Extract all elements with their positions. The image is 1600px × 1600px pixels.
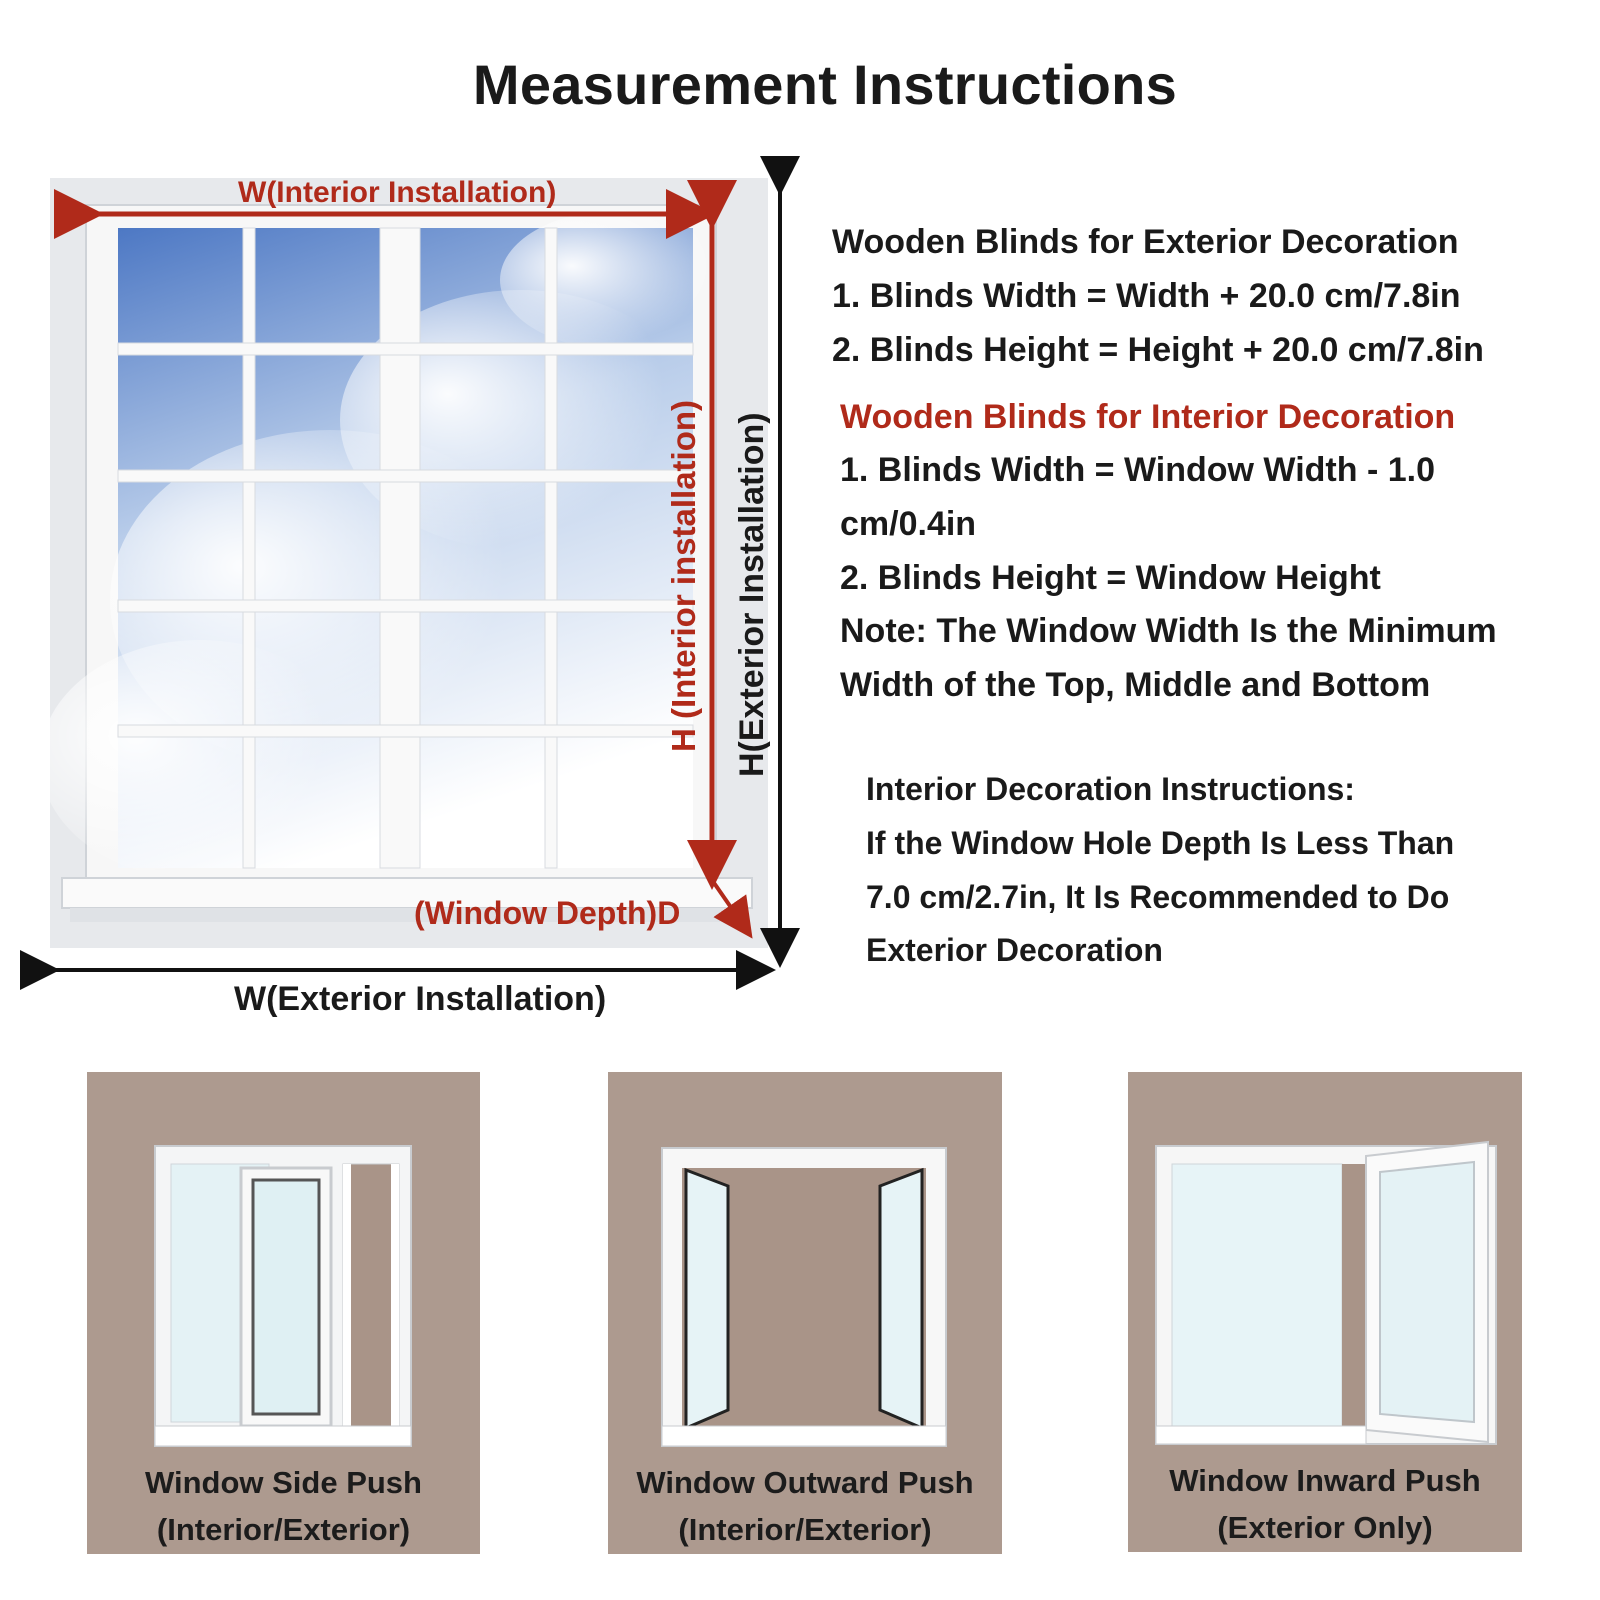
exterior-heading: Wooden Blinds for Exterior Decoration — [832, 223, 1459, 261]
depth-arrow — [710, 878, 753, 939]
page-title: Measurement Instructions — [472, 53, 1178, 116]
interior-line-2: 2. Blinds Height = Window Height — [840, 559, 1381, 597]
instructions-heading: Interior Decoration Instructions: — [866, 771, 1355, 807]
exterior-line-1: 1. Blinds Width = Width + 20.0 cm/7.8in — [832, 277, 1461, 315]
h-interior-label: H (Interior installation) — [665, 399, 702, 752]
h-exterior-label: H(Exterior Installation) — [733, 412, 771, 777]
w-interior-label: W(Interior Installation) — [238, 176, 557, 209]
side-push-caption: Window Side Push (Interior/Exterior) — [87, 1460, 480, 1553]
instructions-line-1: If the Window Hole Depth Is Less Than — [866, 825, 1455, 861]
interior-heading: Wooden Blinds for Interior Decoration — [840, 398, 1456, 436]
outward-push-note: (Interior/Exterior) — [678, 1511, 932, 1547]
interior-note-b: Width of the Top, Middle and Bottom — [840, 666, 1431, 704]
side-push-note: (Interior/Exterior) — [156, 1511, 411, 1547]
outward-push-window-image — [661, 1147, 947, 1447]
interior-note-a: Note: The Window Width Is the Minimum — [840, 612, 1497, 650]
outward-push-caption: Window Outward Push (Interior/Exterior) — [608, 1460, 1002, 1553]
inward-push-window-image — [1155, 1140, 1497, 1445]
side-push-name: Window Side Push — [144, 1465, 422, 1500]
w-exterior-label: W(Exterior Installation) — [234, 980, 607, 1018]
inward-push-note: (Exterior Only) — [1217, 1509, 1433, 1545]
instructions-line-3: Exterior Decoration — [866, 932, 1163, 968]
interior-line-1a: 1. Blinds Width = Window Width - 1.0 — [840, 451, 1435, 489]
inward-push-name: Window Inward Push — [1169, 1463, 1481, 1498]
outward-push-name: Window Outward Push — [636, 1465, 974, 1500]
window-diagram — [20, 156, 800, 990]
exterior-line-2: 2. Blinds Height = Height + 20.0 cm/7.8i… — [832, 331, 1484, 369]
side-push-window-image — [154, 1145, 412, 1447]
instructions-line-2: 7.0 cm/2.7in, It Is Recommended to Do — [866, 879, 1450, 915]
panel-side-push: Window Side Push (Interior/Exterior) — [87, 1072, 480, 1554]
inward-push-caption: Window Inward Push (Exterior Only) — [1128, 1458, 1522, 1551]
panel-outward-push: Window Outward Push (Interior/Exterior) — [608, 1072, 1002, 1554]
interior-line-1b: cm/0.4in — [840, 505, 977, 543]
window-depth-label: (Window Depth)D — [414, 895, 681, 931]
panel-inward-push: Window Inward Push (Exterior Only) — [1128, 1072, 1522, 1552]
